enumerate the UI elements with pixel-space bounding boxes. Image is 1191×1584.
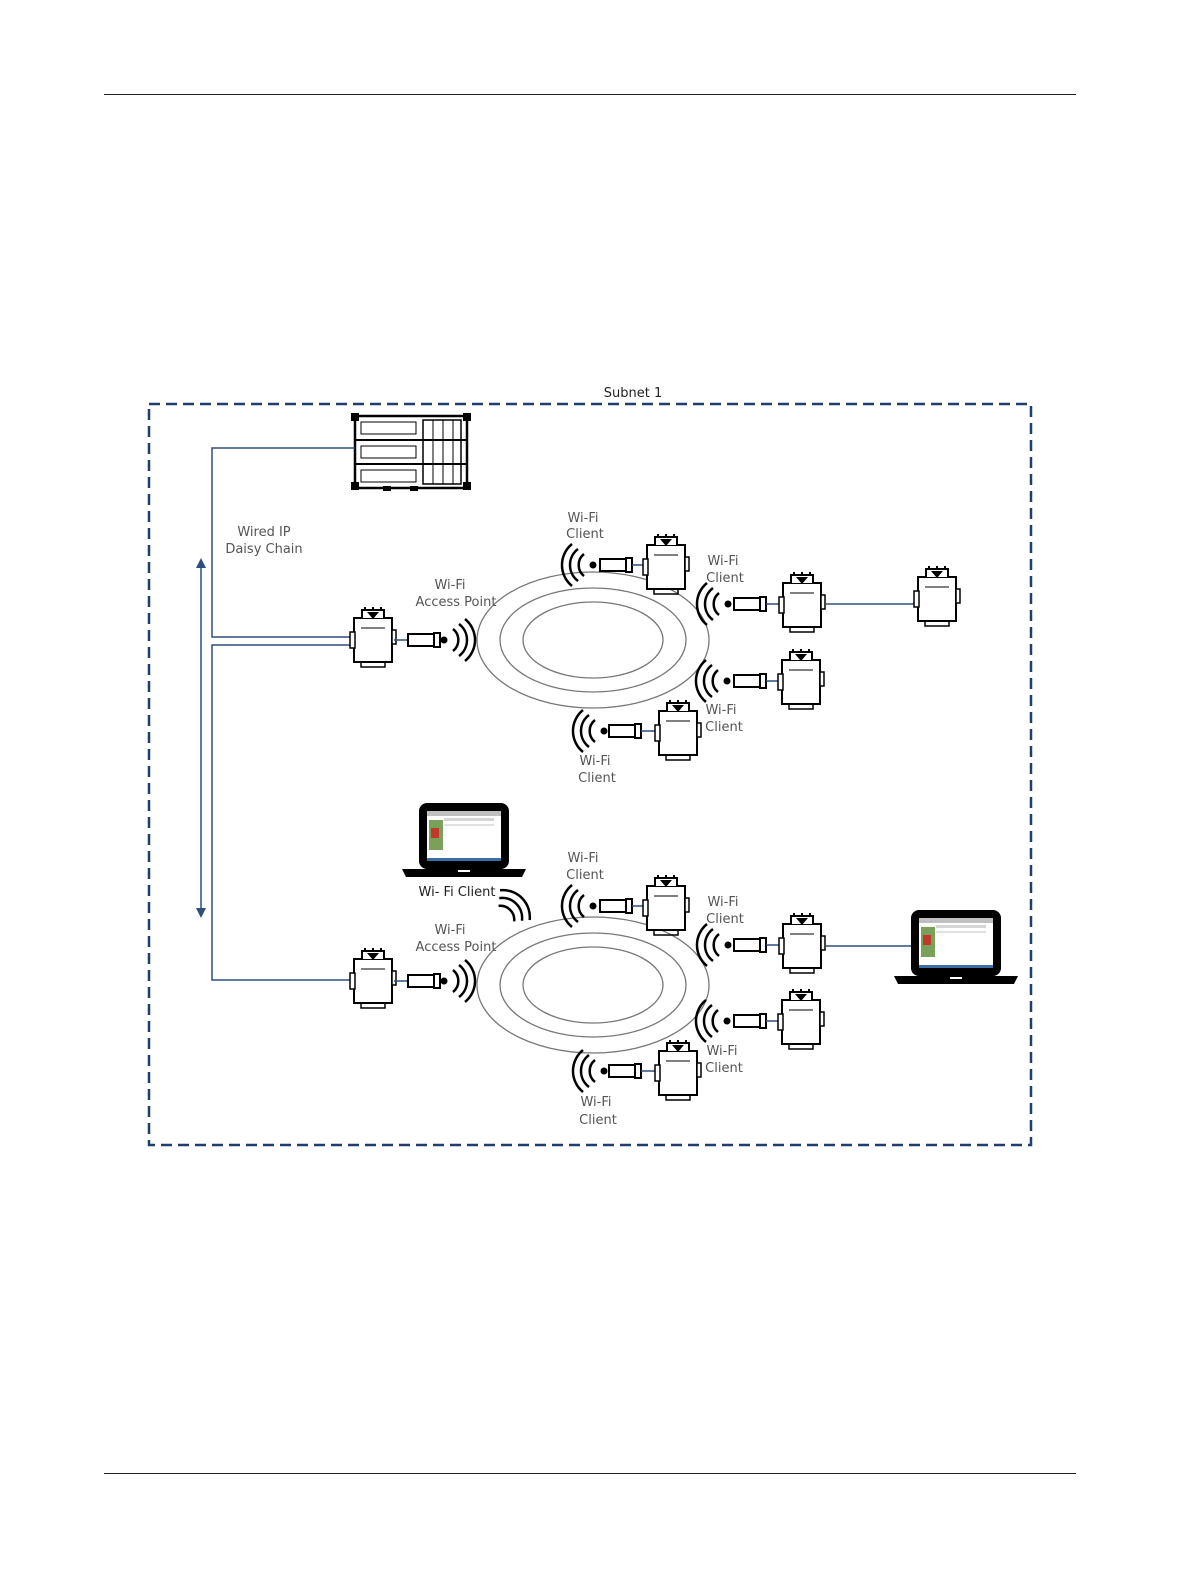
wifi-dongle xyxy=(734,674,766,688)
signal-waves-icon xyxy=(696,660,731,702)
main-controller-device xyxy=(351,413,471,491)
wifi-ring xyxy=(477,572,709,708)
wired-label-line2: Daisy Chain xyxy=(225,542,302,557)
laptop-signal-waves-icon xyxy=(492,883,537,928)
wifi-dongle xyxy=(734,938,766,952)
wifi-dongle xyxy=(600,899,632,913)
client-module xyxy=(655,1040,701,1100)
access-point-module xyxy=(350,948,396,1008)
wifi-dongle xyxy=(734,1014,766,1028)
client-label-line1: Wi-Fi xyxy=(579,754,610,769)
wifi-dongle xyxy=(609,724,641,738)
signal-waves-icon xyxy=(573,1050,608,1092)
wifi-dongle xyxy=(408,633,440,647)
signal-waves-icon xyxy=(573,710,608,752)
wifi-dongle xyxy=(734,597,766,611)
client-label-line1: Wi-Fi xyxy=(567,851,598,866)
signal-waves-icon xyxy=(562,885,597,927)
client-module xyxy=(779,572,825,632)
ap-label-line1: Wi-Fi xyxy=(434,923,465,938)
client-module xyxy=(643,875,689,935)
laptop-client-label: Wi- Fi Client xyxy=(419,885,496,900)
client-label-line1: Wi-Fi xyxy=(706,1044,737,1059)
signal-waves-icon xyxy=(697,583,732,625)
client-module xyxy=(778,649,824,709)
ap-label-line2: Access Point xyxy=(416,940,497,955)
client-module xyxy=(778,989,824,1049)
client-module xyxy=(655,700,701,760)
client-label-line2: Client xyxy=(706,912,744,927)
client-label-line2: Client xyxy=(578,771,616,786)
wifi-dongle xyxy=(408,974,440,988)
client-label-line2: Client xyxy=(566,527,604,542)
laptop-icon xyxy=(894,910,1018,984)
wired-label-line1: Wired IP xyxy=(237,525,290,540)
signal-waves-icon xyxy=(441,619,476,661)
field-device-module xyxy=(914,566,960,626)
access-point-module xyxy=(350,607,396,667)
client-label-line1: Wi-Fi xyxy=(707,554,738,569)
client-label-line2: Client xyxy=(566,868,604,883)
client-label-line1: Wi-Fi xyxy=(705,703,736,718)
client-module xyxy=(643,534,689,594)
ap-label-line1: Wi-Fi xyxy=(434,578,465,593)
laptop-client-icon xyxy=(402,803,526,877)
client-module xyxy=(779,913,825,973)
ap-label-line2: Access Point xyxy=(416,595,497,610)
wifi-dongle xyxy=(609,1064,641,1078)
client-label-line2: Client xyxy=(705,1061,743,1076)
daisy-chain-arrow xyxy=(196,558,206,918)
client-label-line2: Client xyxy=(705,720,743,735)
wifi-ring xyxy=(477,917,709,1053)
signal-waves-icon xyxy=(441,960,476,1002)
wifi-group-1: Wi-Fi Access Point Wi-Fi Client Wi-Fi Cl… xyxy=(350,511,960,786)
client-label-line2: Client xyxy=(706,571,744,586)
signal-waves-icon xyxy=(562,544,597,586)
subnet-title: Subnet 1 xyxy=(604,386,662,401)
wifi-dongle xyxy=(600,558,632,572)
client-label-line2: Client xyxy=(579,1113,617,1128)
client-label-line1: Wi-Fi xyxy=(580,1095,611,1110)
signal-waves-icon xyxy=(696,1000,731,1042)
client-label-line1: Wi-Fi xyxy=(707,895,738,910)
signal-waves-icon xyxy=(697,924,732,966)
client-label-line1: Wi-Fi xyxy=(567,511,598,526)
